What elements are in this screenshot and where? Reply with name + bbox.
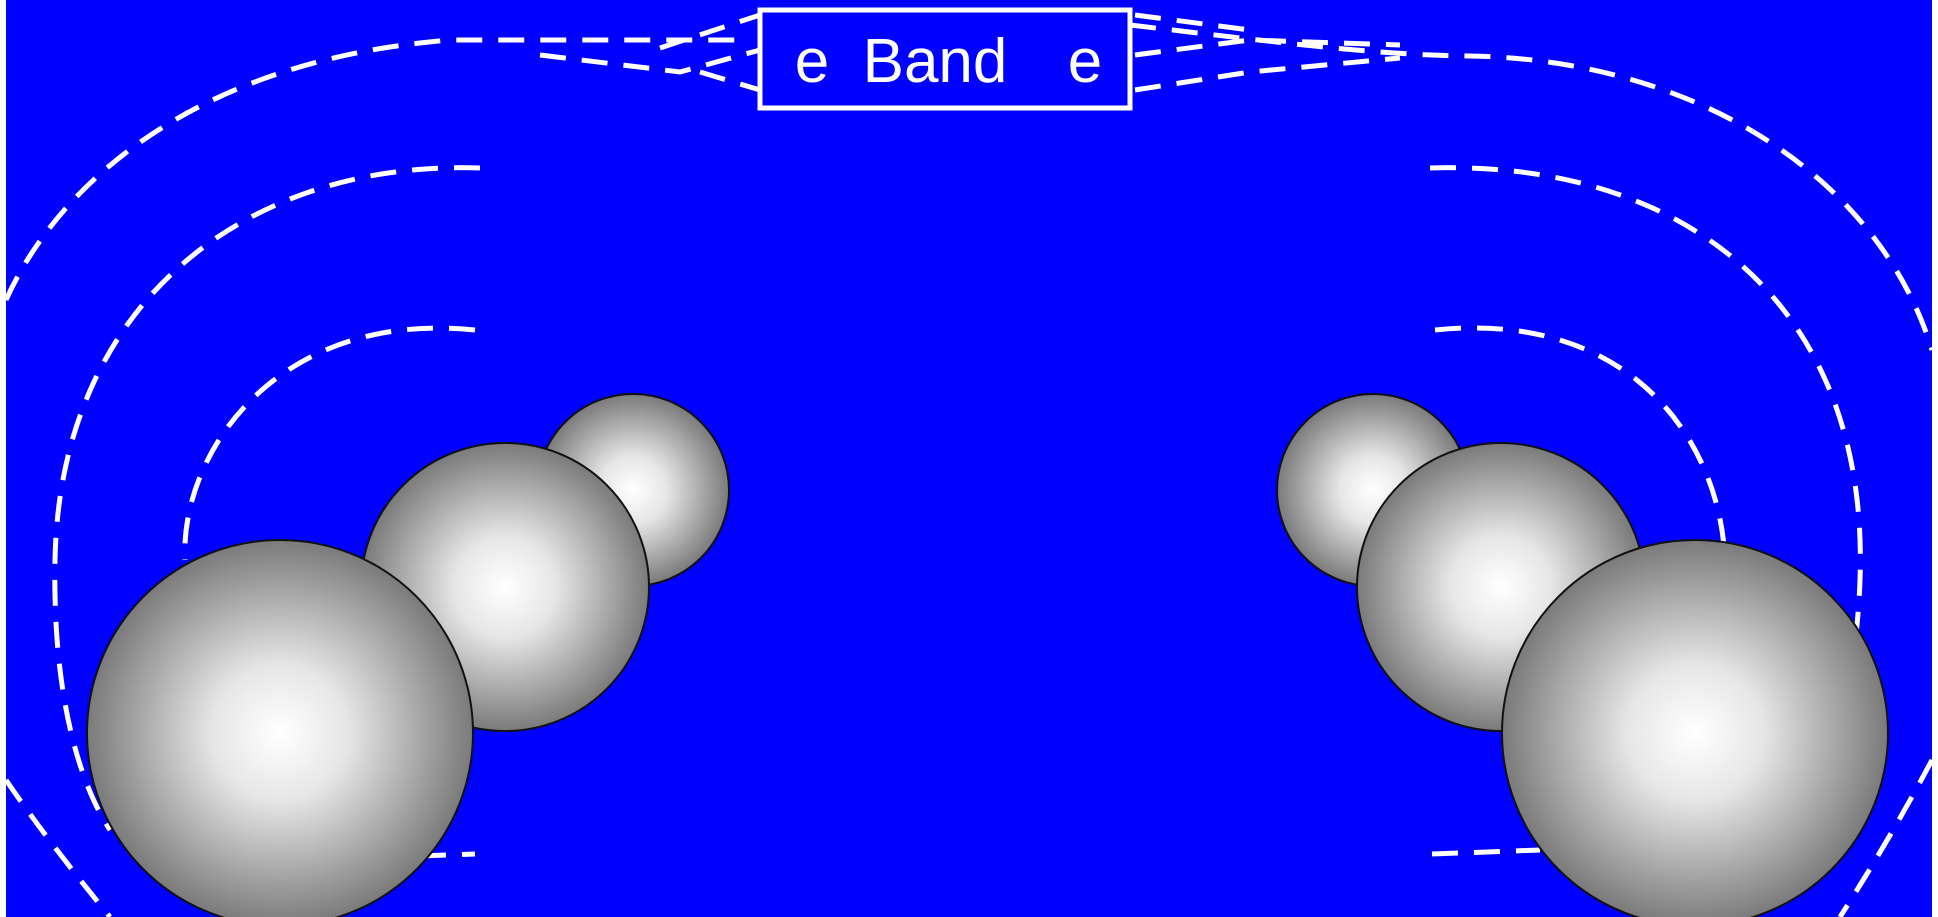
left-outer-field-line [3, 37, 745, 302]
right-sphere-group [1276, 393, 1889, 917]
right-box-connector-3 [1134, 12, 1251, 33]
left-box-connector-2 [659, 12, 761, 51]
left-edge-strip [0, 0, 6, 917]
band-label-box: e Band e [757, 7, 1133, 111]
right-inner-field-line [1434, 325, 1728, 561]
left-outer-field-line-lower [3, 778, 112, 917]
left-box-connector-1 [539, 47, 761, 75]
left-middle-field-line [52, 165, 481, 832]
left-large-sphere [86, 539, 474, 917]
right-outer-field-line-lower [1837, 758, 1935, 917]
right-outer-field-line [1129, 22, 1935, 351]
label-box-frame [757, 7, 1133, 111]
label-right-e: e [1068, 27, 1102, 96]
label-left-e: e [795, 27, 829, 96]
right-inner-field-line-bottom [1431, 847, 1541, 857]
right-box-connector-1 [1134, 55, 1401, 93]
right-box-connector-2 [1134, 37, 1401, 58]
left-sphere-group [86, 393, 730, 917]
label-band-word: Band [863, 27, 1008, 96]
left-box-connector-3 [699, 69, 761, 93]
right-large-sphere [1501, 539, 1889, 917]
